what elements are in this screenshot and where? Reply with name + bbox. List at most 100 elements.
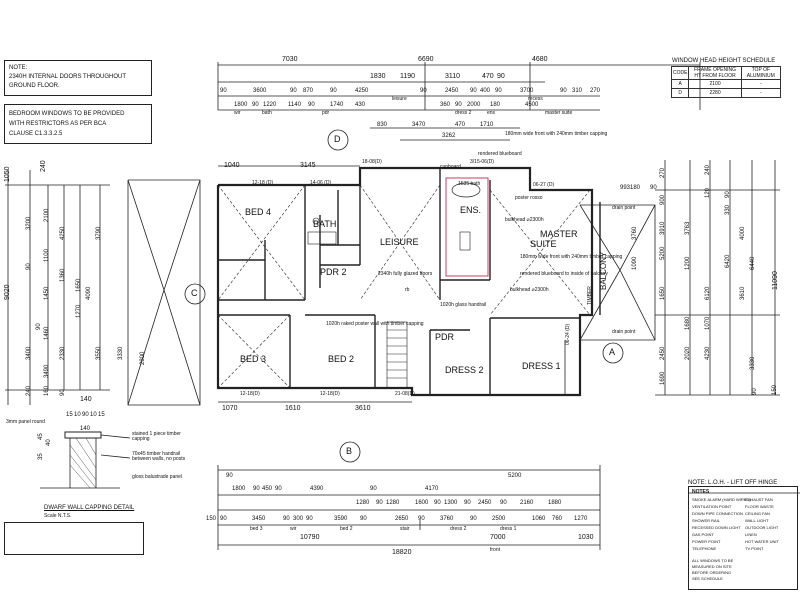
note-title: NOTE: [9,65,28,71]
note-line: BEDROOM WINDOWS TO BE PROVIDED [9,111,125,117]
dim: 830 [377,122,388,128]
legend-item: WALL LIGHT [745,518,769,523]
detail-note: 3mm panel round [6,419,45,425]
room-label-bed4: BED 4 [245,207,272,217]
dim: 1880 [548,500,562,506]
dim: 90 [252,102,259,108]
dim: 4090 [86,286,92,300]
dim: 3910 [660,221,666,235]
dim: 430 [355,102,366,108]
legend-item: FLOOR WASTE [745,504,774,509]
legend-item: TELEPHONE [692,546,717,551]
dim-label: dress 1 [500,526,517,532]
schedule-row: A 2100 - [670,79,782,89]
dim: 450 [262,486,273,492]
schedule-header-frame: FRAME OPENING HT FROM FLOOR [688,66,742,80]
dim: 3590 [334,516,348,522]
dim-label: pdr [322,110,330,116]
legend-item: SEE SCHEDULE [692,576,723,581]
dim: 1030 [578,534,594,541]
window-tag: 14-06 (D) [310,180,332,186]
legend-item: BEFORE ORDERING [692,570,732,575]
grid-marker-a: A [609,347,616,357]
dim: 3550 [96,346,102,360]
dim-label: bed 3 [250,526,263,532]
dim: 1050 [4,166,11,182]
dim: 90 [60,389,66,396]
dim: 5200 [508,473,522,479]
dim: 90 [500,500,507,506]
dim-label: bed 2 [340,526,353,532]
window-tag: 21-08(D) [395,391,415,397]
dim: 300 [293,516,304,522]
dim-label: ens [487,110,496,116]
window-tag: 12-18 (D) [252,180,274,186]
dim: 1610 [285,405,301,412]
lift-note: NOTE: L.O.H. - LIFT OFF HINGE [688,480,778,486]
dim: 90 [420,88,427,94]
dim: 90 [434,500,441,506]
dim-overall-mid: 6690 [418,56,434,63]
dim: 1100 [44,249,50,262]
window-tag: 12-18(D) [240,391,260,397]
dim: 160 [44,385,50,396]
dim: 3790 [96,226,102,240]
dim: 4230 [705,346,711,360]
dim: 240 [705,164,711,175]
dim: 90 [752,388,758,395]
annotation: 180mm wide front with 240mm timber cappi… [505,131,608,137]
dim: 470 [455,122,466,128]
dim: 1740 [330,102,344,108]
dim: 3490 [44,364,50,378]
dim: 2450 [660,346,666,360]
legend-item: TV POINT [745,546,764,551]
dim: 1600 [415,500,429,506]
dim: 3330 [118,346,124,360]
dim: 2020 [685,346,691,360]
dim: 6440 [750,256,756,270]
grid-marker-b: B [346,446,353,456]
dim: 1830 [370,73,386,80]
dim: 400 [480,88,491,94]
dim: 15 [98,412,105,418]
dim: 6420 [725,254,731,268]
window-head-height-schedule: CODE FRAME OPENING HT FROM FLOOR TOP OF … [670,66,782,98]
dim: 1690 [660,371,666,385]
dim: 10 [90,412,97,418]
dim: 360 [440,102,451,108]
dim: 4250 [60,226,66,240]
dim: 90 [470,516,477,522]
dim: 90 [308,102,315,108]
annotation: poster rosso [515,195,543,201]
notes-panel [4,522,144,555]
schedule-header-top: TOP OF ALUMINIUM [740,66,782,80]
dim: 1070 [222,405,238,412]
detail-title: DWARF WALL CAPPING DETAIL [44,505,135,511]
dim: 1070 [705,316,711,330]
dim-overall-left: 7030 [282,56,298,63]
dim: 3400 [26,346,32,360]
detail-callout: 70x45 timber handrail between walls, no … [132,451,186,462]
dim: 90 [220,516,227,522]
dim: 40 [46,439,52,446]
dim: 7000 [490,534,506,541]
dim: 270 [660,167,666,178]
dim: 6120 [705,286,711,300]
room-label-leisure: LEISURE [380,237,419,247]
annotation: rb [405,287,410,293]
note-line: 2340H INTERNAL DOORS THROUGHOUT [9,74,127,80]
dim: 1800 [232,486,246,492]
room-label-pdr: PDR [435,332,455,342]
dim: 1280 [386,500,400,506]
room-label-master: MASTER [540,229,578,239]
dim: 3145 [300,162,316,169]
dim: 90 [495,88,502,94]
annotation: drain point [612,205,636,211]
annotation: cupboard [440,164,461,170]
dim: 90 [220,88,227,94]
legend-item: SHOWER RAIL [692,518,721,523]
legend-box: NOTES SMOKE ALARM (HARD WIRED) EXHAUST F… [688,486,798,590]
annotation: bulkhead ⌀2300h [505,217,544,223]
dim-label: bath [262,110,272,116]
dim: 90 [464,500,471,506]
